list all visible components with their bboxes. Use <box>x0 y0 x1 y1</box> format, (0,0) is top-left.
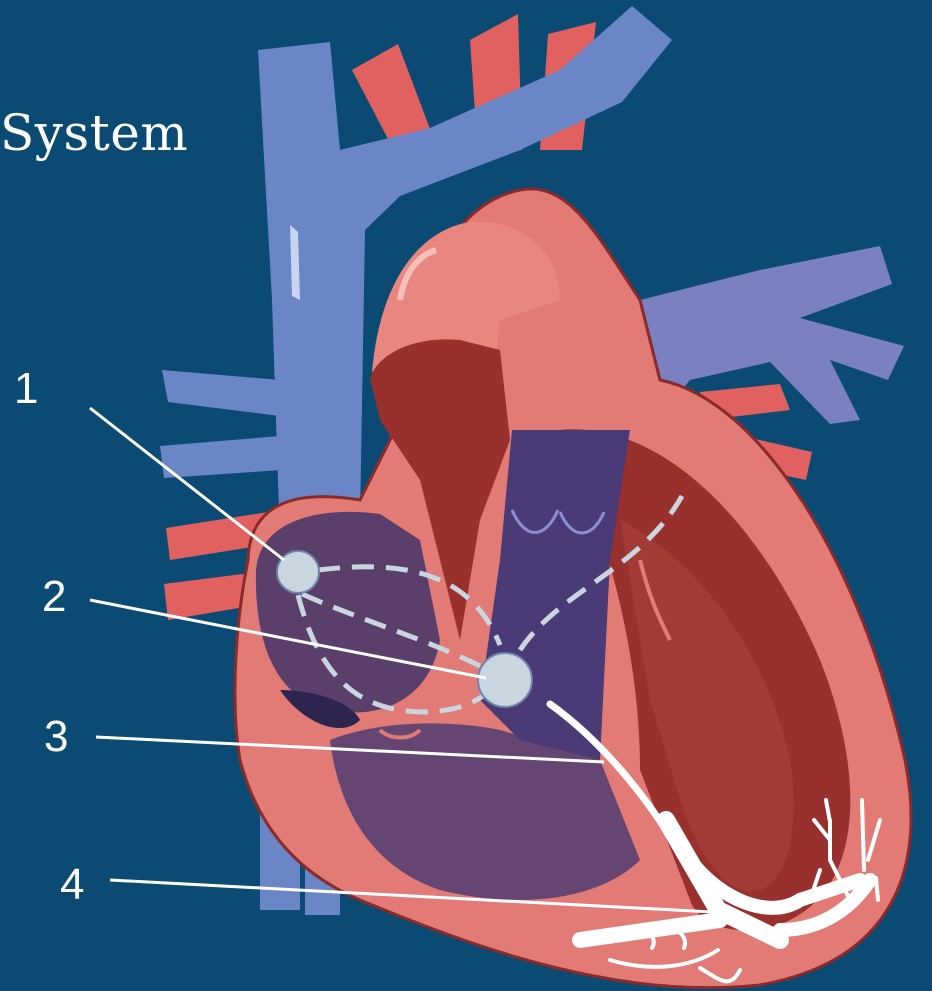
callout-2-label: 2 <box>42 572 66 622</box>
page-title: System <box>0 104 188 162</box>
callout-4-label: 4 <box>60 860 84 910</box>
right-pulmonary-veins <box>160 370 282 478</box>
callout-1-label: 1 <box>14 364 38 414</box>
callout-3-label: 3 <box>44 712 68 762</box>
av-node <box>478 653 532 707</box>
sa-node <box>277 551 319 593</box>
